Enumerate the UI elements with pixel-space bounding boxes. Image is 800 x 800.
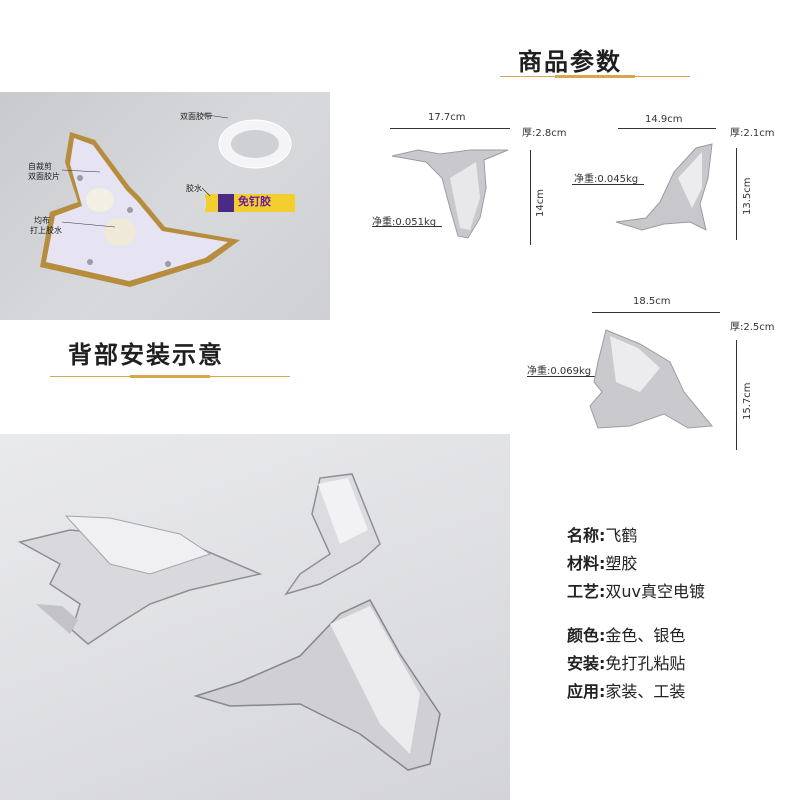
spec-material-value: 塑胶: [605, 554, 638, 573]
spec-material-key: 材料:: [567, 554, 606, 573]
product2-width-line: [618, 128, 716, 129]
product3-thickness: 厚:2.5cm: [730, 322, 775, 333]
product2-height: 13.5cm: [742, 177, 753, 215]
spec-install: 安装:免打孔粘贴: [567, 654, 685, 674]
spec-name-key: 名称:: [567, 526, 606, 545]
product1-weight: 净重:0.051kg: [372, 217, 437, 228]
trim-label-line2: 双面胶片: [28, 172, 60, 181]
product1-height-line: [530, 150, 531, 245]
product2-thickness: 厚:2.1cm: [730, 128, 775, 139]
spec-application: 应用:家装、工装: [567, 682, 685, 702]
tape-label: 双面胶带: [180, 112, 212, 121]
spec-material: 材料:塑胶: [567, 554, 637, 574]
product3-height: 15.7cm: [742, 382, 753, 420]
product2-height-line: [736, 148, 737, 240]
spec-process: 工艺:双uv真空电镀: [567, 582, 705, 602]
product3-weight-line: [527, 376, 599, 377]
product1-width: 17.7cm: [428, 112, 466, 123]
product2-silver-crane: [615, 143, 713, 231]
product3-height-line: [736, 340, 737, 450]
even-label-line1: 均布: [34, 216, 50, 225]
glue-brand-text: 免钉胶: [238, 195, 271, 208]
product1-thickness: 厚:2.8cm: [522, 128, 567, 139]
spec-name-value: 飞鹤: [605, 526, 638, 545]
spec-color-key: 颜色:: [567, 626, 606, 645]
installation-photo: 自裁剪 双面胶片 均布 打上胶水 双面胶带 胶水 免钉胶: [0, 92, 330, 320]
bird-back-illustration: [40, 113, 295, 287]
product3-width: 18.5cm: [633, 296, 671, 307]
product1-silver-crane: [391, 149, 509, 239]
product1-weight-line: [372, 226, 442, 227]
spec-process-value: 双uv真空电镀: [605, 582, 706, 601]
glue-label: 胶水: [186, 184, 202, 193]
install-title-accent: [130, 375, 210, 378]
install-title: 背部安装示意: [68, 341, 224, 369]
spec-application-value: 家装、工装: [605, 682, 686, 701]
product3-weight: 净重:0.069kg: [527, 366, 592, 377]
product-photo: [0, 434, 510, 800]
cranes-on-wall-illustration: [17, 473, 441, 771]
spec-application-key: 应用:: [567, 682, 606, 701]
product2-weight: 净重:0.045kg: [574, 174, 639, 185]
product3-width-line: [592, 312, 720, 313]
product2-width: 14.9cm: [645, 114, 683, 125]
spec-install-value: 免打孔粘贴: [605, 654, 686, 673]
product2-weight-line: [572, 184, 644, 185]
trim-label-line1: 自裁剪: [28, 162, 52, 171]
spec-install-key: 安装:: [567, 654, 606, 673]
page-title: 商品参数: [518, 48, 622, 76]
product3-silver-crane: [589, 329, 713, 429]
spec-process-key: 工艺:: [567, 582, 606, 601]
product1-width-line: [390, 128, 510, 129]
even-label-line2: 打上胶水: [30, 226, 62, 235]
spec-name: 名称:飞鹤: [567, 526, 637, 546]
spec-color-value: 金色、银色: [605, 626, 686, 645]
spec-color: 颜色:金色、银色: [567, 626, 685, 646]
title-accent: [555, 75, 635, 78]
product1-height: 14cm: [535, 189, 546, 217]
